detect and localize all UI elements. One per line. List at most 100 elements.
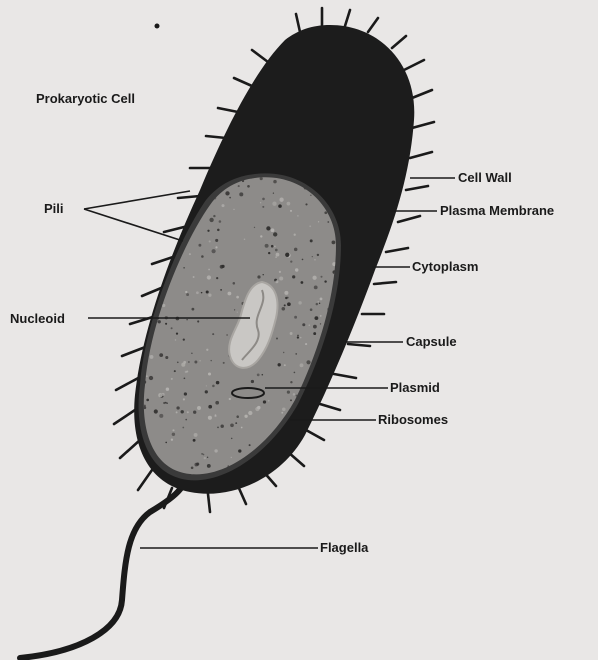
ribosome-dot: [217, 229, 220, 232]
ribosome-dot: [292, 275, 295, 278]
ribosome-dot: [215, 246, 217, 248]
ribosome-dot: [137, 335, 141, 339]
ribosome-dot: [146, 399, 149, 402]
pilus: [412, 90, 432, 98]
ribosome-dot: [215, 401, 219, 405]
ribosome-dot: [233, 282, 236, 285]
ribosome-dot: [176, 411, 178, 413]
label-nucleoid: Nucleoid: [10, 312, 65, 325]
ribosome-dot: [170, 183, 174, 187]
ribosome-dot: [336, 455, 340, 459]
pilus: [412, 122, 434, 128]
ribosome-dot: [332, 241, 336, 245]
ribosome-dot: [290, 210, 292, 212]
ribosome-dot: [275, 249, 278, 252]
pilus: [368, 18, 378, 32]
ribosome-dot: [165, 323, 167, 325]
pilus: [296, 14, 300, 32]
pilus: [404, 60, 424, 70]
ribosome-dot: [220, 289, 222, 291]
pilus: [406, 186, 428, 190]
ribosome-dot: [273, 192, 274, 193]
ribosome-dot: [182, 171, 185, 174]
ribosome-dot: [235, 422, 237, 424]
ribosome-dot: [216, 277, 218, 279]
ribosome-dot: [296, 469, 299, 472]
ribosome-dot: [201, 292, 203, 294]
ribosome-dot: [177, 362, 179, 364]
ribosome-dot: [189, 253, 191, 255]
ribosome-dot: [156, 207, 159, 210]
ribosome-dot: [182, 427, 184, 429]
ribosome-dot: [193, 276, 195, 278]
ribosome-dot: [309, 225, 311, 227]
ribosome-dot: [319, 303, 320, 304]
ribosome-dot: [159, 173, 163, 177]
pilus: [386, 248, 408, 252]
ribosome-dot: [225, 191, 229, 195]
ribosome-dot: [208, 294, 211, 297]
ribosome-dot: [141, 335, 144, 338]
ribosome-dot: [268, 252, 270, 254]
pilus: [218, 108, 238, 112]
ribosome-dot: [336, 416, 340, 420]
pilus: [398, 216, 420, 222]
ribosome-dot: [266, 226, 270, 230]
ribosome-dot: [203, 454, 205, 456]
ribosome-dot: [165, 442, 167, 444]
ribosome-dot: [282, 467, 285, 470]
ribosome-dot: [207, 275, 211, 279]
ribosome-dot: [199, 360, 200, 361]
ribosome-dot: [158, 222, 162, 226]
ribosome-dot: [171, 184, 175, 188]
ribosome-dot: [297, 335, 299, 337]
ribosome-dot: [302, 460, 304, 462]
ribosome-dot: [294, 248, 298, 252]
ribosome-dot: [196, 291, 199, 294]
ribosome-dot: [340, 362, 342, 364]
ribosome-dot: [208, 372, 211, 375]
pilus: [208, 494, 210, 512]
ribosome-dot: [183, 338, 185, 340]
ribosome-dot: [164, 244, 167, 247]
ribosome-dot: [223, 362, 225, 364]
ribosome-dot: [310, 308, 313, 311]
ribosome-dot: [194, 433, 198, 437]
ribosome-dot: [159, 353, 163, 357]
ribosome-dot: [185, 291, 187, 293]
ribosome-dot: [227, 292, 231, 296]
label-cytoplasm: Cytoplasm: [412, 260, 478, 273]
ribosome-dot: [138, 478, 139, 479]
ribosome-dot: [290, 381, 292, 383]
ribosome-dot: [167, 209, 171, 213]
ribosome-dot: [316, 303, 318, 305]
ribosome-dot: [188, 361, 190, 363]
ribosome-dot: [149, 376, 153, 380]
ribosome-dot: [314, 286, 318, 290]
ribosome-dot: [229, 398, 231, 400]
ribosome-dot: [165, 402, 167, 404]
ribosome-dot: [260, 177, 263, 180]
ribosome-dot: [140, 253, 143, 256]
ribosome-dot: [239, 192, 243, 196]
ribosome-dot: [287, 391, 290, 394]
ribosome-dot: [152, 190, 154, 192]
ribosome-dot: [212, 385, 215, 388]
ribosome-dot: [313, 332, 316, 335]
ribosome-dot: [284, 364, 286, 366]
ribosome-dot: [207, 230, 209, 232]
ribosome-dot: [305, 343, 307, 345]
ribosome-dot: [161, 205, 165, 209]
ribosome-dot: [263, 400, 266, 403]
ribosome-dot: [257, 374, 260, 377]
ribosome-dot: [165, 356, 168, 359]
ribosome-dot: [137, 209, 139, 211]
ribosome-dot: [279, 271, 281, 273]
ribosome-dot: [212, 249, 216, 253]
ribosome-dot: [298, 301, 301, 304]
ribosome-dot: [282, 307, 286, 311]
ribosome-dot: [320, 298, 323, 301]
ribosome-dot: [210, 360, 211, 361]
ribosome-dot: [265, 244, 269, 248]
diagram-title: Prokaryotic Cell: [36, 92, 135, 105]
